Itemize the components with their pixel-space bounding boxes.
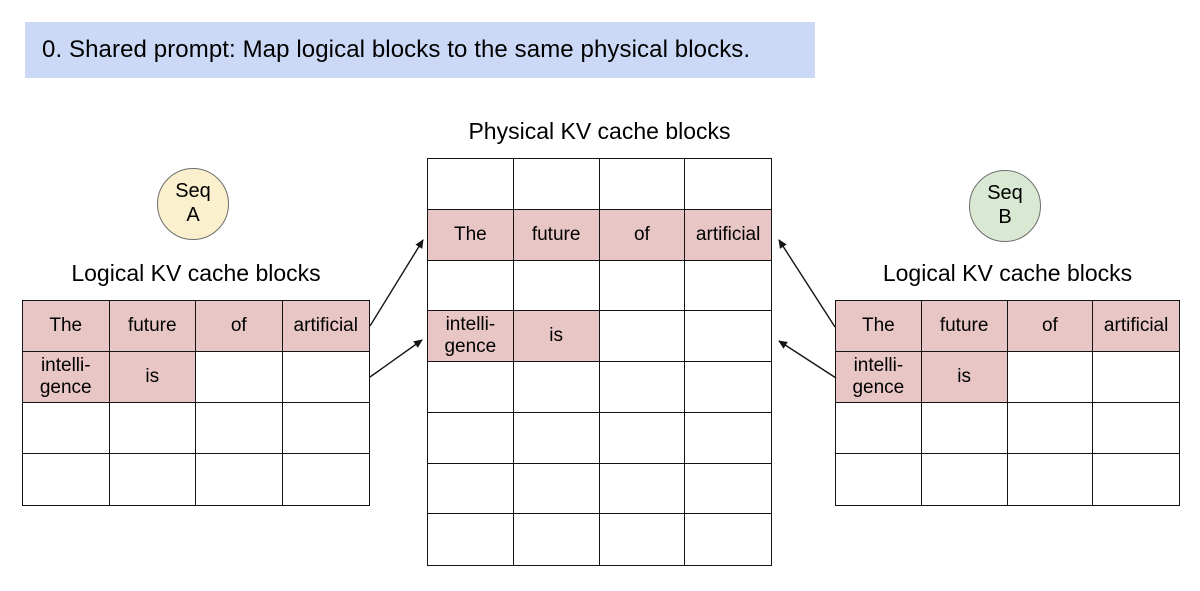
table-cell [513, 362, 600, 413]
table-cell [685, 159, 771, 210]
table-cell: The [836, 301, 922, 352]
table-cell [685, 514, 771, 565]
table-cell [428, 159, 514, 210]
arrow-seq-b-block0-to-physical [778, 239, 836, 328]
table-cell [513, 260, 600, 312]
table-cell: intelli- gence [836, 352, 922, 403]
table-cell [428, 260, 514, 312]
table-cell [921, 403, 1008, 454]
table-cell [196, 403, 283, 454]
table-cell [428, 412, 514, 464]
table-cell [513, 412, 600, 464]
table-cell: of [1007, 301, 1094, 352]
table-cell [514, 514, 600, 565]
table-cell: is [921, 352, 1008, 403]
table-cell: future [109, 301, 196, 352]
shared-prompt-banner: 0. Shared prompt: Map logical blocks to … [25, 22, 815, 78]
table-cell [599, 463, 686, 515]
table-cell: is [109, 352, 196, 403]
seq-a-badge: Seq A [157, 168, 229, 240]
table-cell [428, 463, 514, 515]
table-cell [685, 413, 771, 464]
table-cell: artificial [685, 209, 771, 261]
table-cell: of [599, 209, 686, 261]
table-cell [196, 454, 283, 505]
table-cell [282, 352, 369, 403]
table-cell: The [23, 301, 110, 352]
seq-b-badge: Seq B [969, 170, 1041, 242]
table-cell [600, 514, 686, 565]
table-cell [836, 403, 922, 454]
shared-prompt-text: 0. Shared prompt: Map logical blocks to … [42, 36, 751, 63]
table-cell [109, 403, 196, 454]
table-cell: artificial [282, 301, 369, 352]
arrow-seq-a-block1-to-physical [369, 339, 423, 378]
table-cell [282, 403, 369, 454]
table-cell [196, 352, 283, 403]
arrow-seq-a-block0-to-physical [369, 239, 424, 327]
table-cell [513, 159, 600, 210]
table-cell: future [921, 301, 1008, 352]
table-cell: artificial [1093, 301, 1179, 352]
table-cell [599, 260, 686, 312]
table-cell: is [513, 311, 600, 362]
table-cell [1007, 403, 1094, 454]
table-cell [1093, 403, 1179, 454]
physical-table-title: Physical KV cache blocks [468, 118, 731, 144]
table-cell: future [513, 209, 600, 261]
table-cell [513, 463, 600, 515]
table-cell [428, 362, 514, 413]
table-cell [685, 311, 771, 362]
table-cell: of [196, 301, 283, 352]
table-cell [1093, 352, 1179, 403]
table-cell [685, 464, 771, 515]
table-cell: intelli- gence [23, 352, 110, 403]
table-cell: intelli- gence [428, 311, 514, 362]
table-cell [110, 454, 196, 505]
table-cell [685, 362, 771, 413]
table-cell [23, 454, 110, 505]
table-cell [599, 412, 686, 464]
arrow-seq-b-block1-to-physical [778, 340, 837, 379]
table-cell [1007, 352, 1094, 403]
table-cell [599, 311, 686, 362]
table-cell [922, 454, 1008, 505]
table-cell [1008, 454, 1094, 505]
table-cell: The [428, 209, 514, 261]
table-cell [599, 362, 686, 413]
table-cell [685, 261, 771, 312]
table-cell [283, 454, 370, 505]
table-cell [23, 403, 110, 454]
seq-b-logical-table-title: Logical KV cache blocks [882, 260, 1133, 286]
seq-a-logical-table-title: Logical KV cache blocks [71, 260, 321, 286]
table-cell [1093, 454, 1179, 505]
table-cell [836, 454, 922, 505]
table-cell [599, 159, 686, 210]
table-cell [428, 514, 514, 565]
